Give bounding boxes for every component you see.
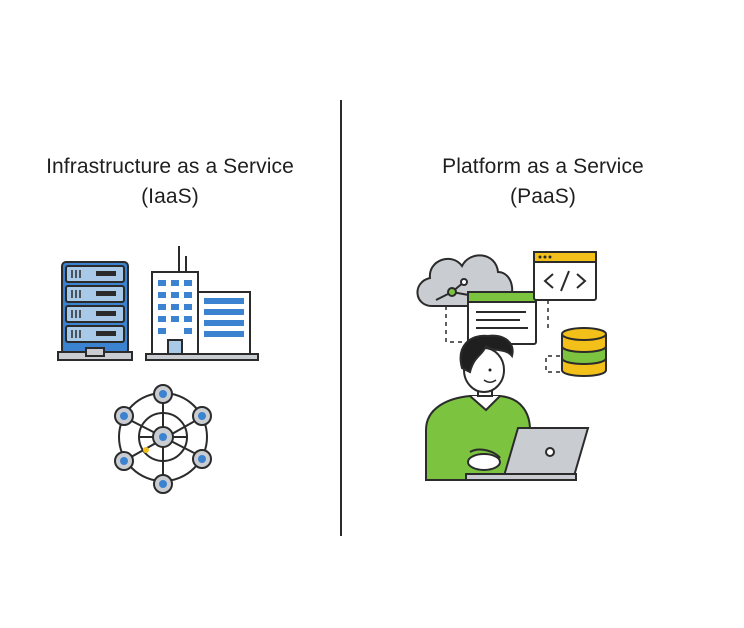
server-rack-icon [57, 261, 133, 361]
iaas-panel: Infrastructure as a Service (IaaS) [0, 0, 340, 628]
browser-window-icon [467, 291, 537, 345]
iaas-illustration [57, 246, 259, 494]
code-window-icon [533, 251, 597, 301]
developer-person-icon [425, 334, 532, 481]
paas-title-line2: (PaaS) [510, 185, 576, 208]
iaas-title: Infrastructure as a Service (IaaS) [0, 152, 340, 212]
iaas-title-line1: Infrastructure as a Service [46, 155, 294, 178]
dashed-connectors [445, 300, 560, 373]
iaas-title-line2: (IaaS) [141, 185, 199, 208]
paas-illustration [416, 251, 607, 481]
center-divider [340, 100, 342, 536]
paas-panel: Platform as a Service (PaaS) [342, 0, 744, 628]
network-nodes-icon [114, 384, 212, 494]
laptop-icon [465, 427, 590, 481]
database-icon [561, 327, 607, 377]
paas-title: Platform as a Service (PaaS) [342, 152, 744, 212]
office-building-icon [145, 246, 259, 361]
paas-title-line1: Platform as a Service [442, 155, 644, 178]
